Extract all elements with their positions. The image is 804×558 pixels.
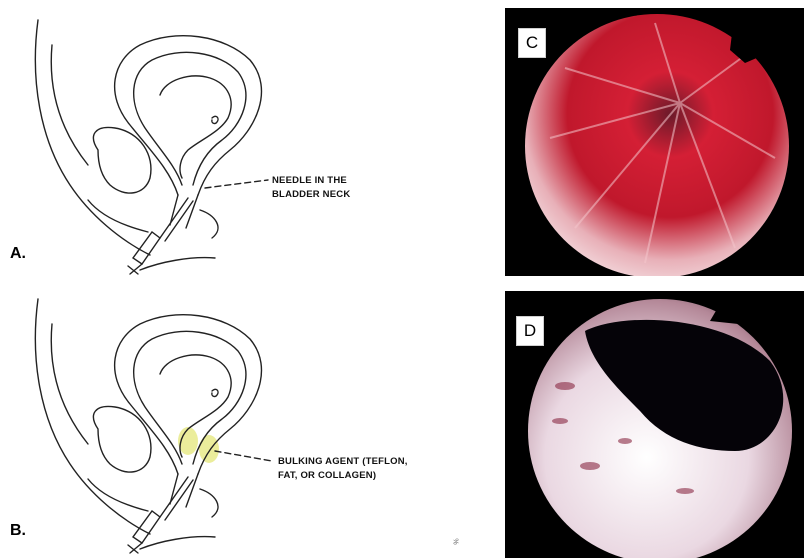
- photo-label-d: D: [516, 316, 544, 346]
- cystoscopy-photo-d: [505, 291, 804, 558]
- bulking-agent-callout: BULKING AGENT (TEFLON, FAT, OR COLLAGEN): [278, 455, 408, 483]
- panel-letter-a: A.: [10, 245, 26, 263]
- photo-divider: [505, 284, 804, 288]
- photo-label-c: C: [518, 28, 546, 58]
- watermark-mark: %: [452, 538, 459, 544]
- panel-letter-b: B.: [10, 522, 26, 540]
- cystoscopy-photo-c: [505, 8, 804, 276]
- diagram-panel-b: [0, 279, 505, 558]
- needle-callout-line-1: NEEDLE IN THE: [272, 174, 392, 188]
- bladder-neck-before-image: [505, 8, 804, 276]
- bulking-callout-line-1: BULKING AGENT (TEFLON,: [278, 455, 408, 469]
- bulking-callout-line-2: FAT, OR COLLAGEN): [278, 469, 408, 483]
- bladder-bulking-illustration: [0, 279, 505, 558]
- diagram-panel-a: [0, 0, 505, 279]
- needle-callout-line-2: BLADDER NECK: [272, 188, 392, 202]
- bladder-neck-after-image: [505, 291, 804, 558]
- bulking-agent-right-icon: [199, 435, 219, 463]
- bladder-needle-illustration: [0, 0, 505, 279]
- needle-callout: NEEDLE IN THE BLADDER NECK: [272, 174, 392, 202]
